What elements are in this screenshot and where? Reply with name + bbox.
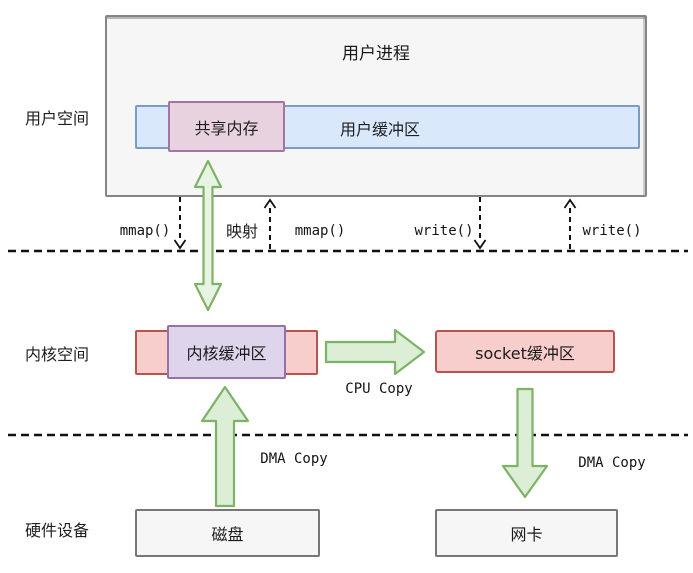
write-left-label: write() (414, 223, 474, 239)
kernel-buffer-box: 内核缓冲区 (167, 325, 286, 379)
socket-buffer-label: socket缓冲区 (475, 343, 575, 363)
dma-down-arrow (501, 387, 549, 499)
shared-memory-label: 共享内存 (194, 118, 259, 138)
cpu-copy-arrow (324, 328, 426, 376)
hardware-label: 硬件设备 (24, 521, 90, 540)
nic-box: 网卡 (435, 509, 618, 557)
nic-label: 网卡 (510, 525, 543, 544)
mapping-label: 映射 (225, 222, 259, 241)
write-down-arrow (473, 197, 487, 250)
write-up-arrow (563, 198, 577, 250)
mmap-left-label: mmap() (119, 223, 171, 239)
write-right-label: write() (582, 223, 642, 239)
user-space-label: 用户空间 (24, 109, 90, 128)
shared-memory-box: 共享内存 (168, 101, 285, 152)
dma-copy-right-label: DMA Copy (578, 455, 646, 471)
mmap-up-arrow (263, 198, 277, 250)
disk-label: 磁盘 (211, 525, 244, 544)
dma-up-arrow (200, 385, 250, 508)
user-buffer-label: 用户缓冲区 (339, 120, 421, 139)
dma-copy-left-label: DMA Copy (260, 451, 328, 467)
kernel-buffer-label: 内核缓冲区 (186, 344, 267, 363)
kernel-space-label: 内核空间 (24, 345, 90, 364)
cpu-copy-label: CPU Copy (345, 381, 413, 397)
user-process-title: 用户进程 (342, 44, 410, 64)
mmap-down-arrow (173, 197, 187, 250)
socket-buffer-box: socket缓冲区 (435, 330, 615, 373)
mmap-right-label: mmap() (294, 223, 346, 239)
disk-box: 磁盘 (135, 509, 320, 557)
